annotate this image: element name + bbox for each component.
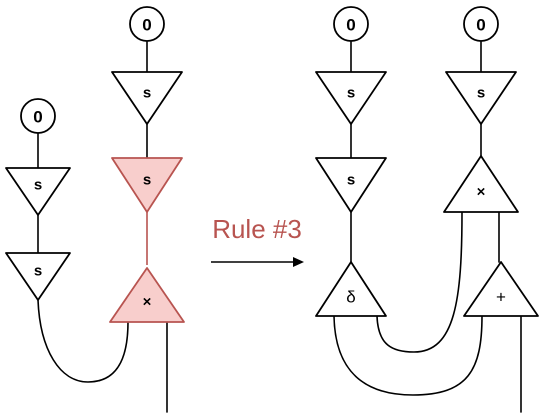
left-tall-succ-top-label: s: [143, 85, 151, 102]
right-col2-constant-label: 0: [476, 16, 485, 35]
right-col2-succ-node: s: [445, 71, 517, 125]
left-highlighted-succ-node: s: [111, 157, 183, 213]
left-small-succ-bottom-label: s: [34, 263, 42, 280]
wire-right-curve-delta-add: [333, 315, 483, 396]
right-mult-label: ×: [477, 184, 486, 201]
right-mult-node: ×: [443, 155, 519, 213]
left-highlighted-succ-label: s: [143, 172, 151, 189]
wire-right-curve-delta-mult: [376, 211, 463, 353]
left-small-constant-node: 0: [20, 98, 56, 134]
right-col1-succ-top-label: s: [347, 85, 355, 102]
rule-arrow-head-icon: [293, 257, 304, 267]
left-tall-constant-label: 0: [142, 16, 151, 35]
left-highlighted-mult-label: ×: [143, 294, 152, 311]
right-col1-succ-bottom-label: s: [347, 172, 355, 189]
right-col2-succ-label: s: [477, 85, 485, 102]
right-col1-constant-node: 0: [333, 6, 369, 42]
right-delta-label: δ: [346, 288, 355, 307]
rule-label: Rule #3: [212, 214, 302, 244]
left-tall-constant-node: 0: [129, 6, 165, 42]
right-add-node: +: [463, 261, 539, 317]
left-small-constant-label: 0: [33, 108, 42, 127]
left-tall-succ-top-node: s: [111, 71, 183, 125]
rule-arrow-group: Rule #3: [211, 214, 304, 267]
right-col2-constant-node: 0: [463, 6, 499, 42]
right-delta-node: δ: [315, 261, 387, 317]
wire-left-curve: [37, 299, 129, 383]
right-col1-succ-top-node: s: [315, 71, 387, 125]
right-add-label: +: [496, 288, 506, 307]
left-small-succ-bottom-node: s: [5, 252, 71, 301]
left-small-succ-top-label: s: [34, 177, 42, 194]
right-graph: 0 s s δ 0 s × +: [315, 6, 539, 413]
left-small-succ-top-node: s: [5, 167, 71, 216]
left-graph: 0 s s 0 s s ×: [5, 6, 185, 413]
right-col1-succ-bottom-node: s: [315, 157, 387, 213]
left-highlighted-mult-node: ×: [109, 267, 185, 323]
right-col1-constant-label: 0: [346, 16, 355, 35]
